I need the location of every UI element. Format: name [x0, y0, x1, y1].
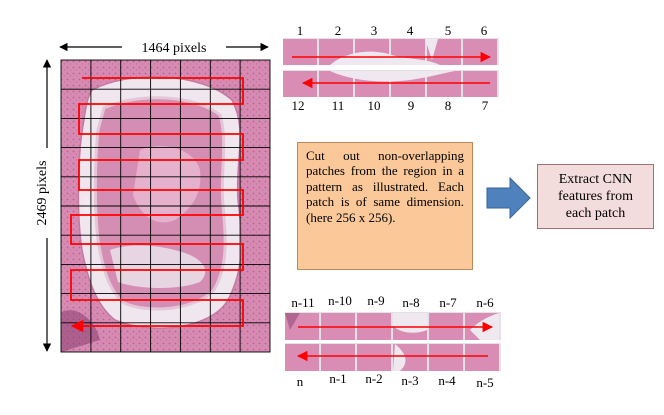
top-strip-top-label: 5 — [445, 23, 452, 38]
bottom-strip-bottom-label: n-1 — [329, 371, 346, 386]
result-text: Extract CNN features from each patch — [557, 172, 634, 221]
patch-grid — [60, 59, 271, 353]
width-label: 1464 pixels — [142, 41, 207, 56]
bottom-strip-top-label: n-6 — [476, 295, 494, 310]
top-strip-top-label: 3 — [371, 23, 378, 38]
top-strip-top-label: 1 — [297, 23, 304, 38]
top-strip-bottom-label: 7 — [482, 98, 489, 113]
top-strip-top-label: 6 — [481, 23, 488, 38]
bottom-strip-bottom-label: n-2 — [365, 371, 382, 386]
top-strip-bottom-label: 8 — [445, 98, 452, 113]
scan-path-arrow — [70, 77, 244, 333]
bottom-strip-top-label: n-9 — [367, 293, 384, 308]
bottom-strip-bottom-label: n-3 — [401, 373, 418, 388]
bottom-strip-top-label: n-10 — [328, 293, 352, 308]
top-strip-bottom-label: 11 — [332, 98, 345, 113]
bottom-strip-top-label: n-8 — [402, 295, 419, 310]
top-strip-bottom-label: 10 — [368, 98, 381, 113]
bottom-patch-strip: n-11 n-10 n-9 n-8 n-7 n-6 n n-1 n-2 n-3 … — [285, 293, 501, 390]
bottom-strip-top-label: n-11 — [291, 295, 314, 310]
top-strip-bottom-label: 9 — [408, 98, 415, 113]
bottom-strip-bottom-label: n-4 — [438, 373, 456, 388]
top-strip-top-label: 2 — [335, 23, 342, 38]
bottom-strip-bottom-label: n-5 — [476, 375, 493, 390]
top-strip-top-label: 4 — [407, 23, 414, 38]
callout-text: Cut out non-overlapping patches from the… — [306, 148, 464, 225]
bottom-strip-bottom-label: n — [297, 374, 304, 389]
process-arrow-icon — [486, 176, 531, 220]
height-label: 2469 pixels — [35, 161, 50, 226]
bottom-strip-top-label: n-7 — [439, 295, 457, 310]
top-patch-strip: 1 2 3 4 5 6 12 11 10 9 8 7 — [283, 23, 499, 113]
result-box: Extract CNN features from each patch — [537, 164, 654, 229]
instruction-callout: Cut out non-overlapping patches from the… — [297, 142, 473, 270]
top-strip-bottom-label: 12 — [292, 98, 305, 113]
